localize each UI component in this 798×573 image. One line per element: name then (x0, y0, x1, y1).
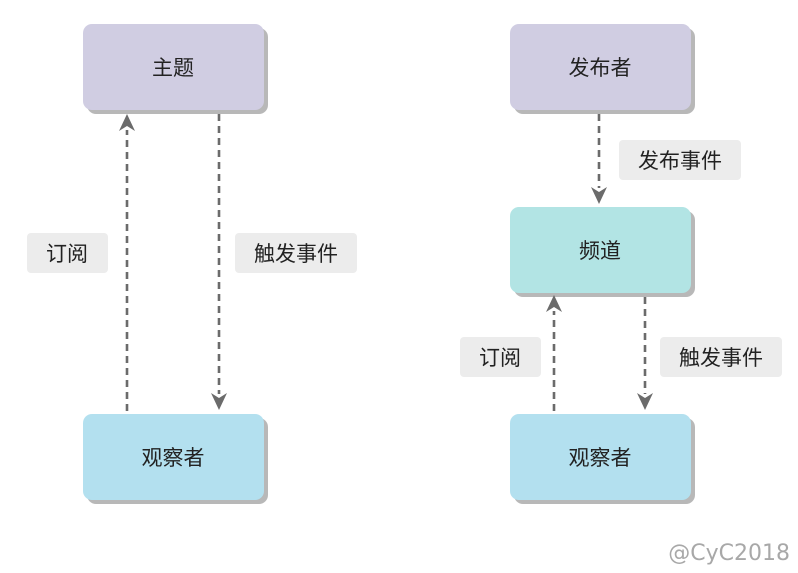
publisher-node: 发布者 (510, 24, 695, 114)
observer-pattern-diagram: 主题 观察者 订阅 触发事件 (27, 24, 357, 504)
subscribe-label-right-text: 订阅 (479, 346, 521, 370)
subscribe-label-right: 订阅 (460, 337, 541, 377)
subscribe-label: 订阅 (27, 233, 108, 273)
subscriber-node: 观察者 (510, 414, 695, 504)
publish-subscribe-diagram: 发布者 频道 观察者 发布事件 (460, 24, 782, 504)
trigger-event-arrow-right (637, 297, 653, 410)
trigger-event-label: 触发事件 (235, 233, 357, 273)
publisher-node-label: 发布者 (569, 56, 632, 80)
trigger-event-label-text: 触发事件 (254, 242, 338, 266)
trigger-event-label-right: 触发事件 (660, 337, 782, 377)
publish-event-arrow (591, 114, 607, 204)
trigger-event-arrow (211, 114, 227, 410)
subject-node-label: 主题 (152, 56, 194, 80)
publish-event-label-text: 发布事件 (638, 149, 722, 173)
subscribe-arrow-right (546, 295, 562, 411)
channel-node: 频道 (510, 207, 695, 297)
publish-event-label: 发布事件 (619, 140, 741, 180)
watermark: @CyC2018 (668, 541, 790, 566)
observer-node-label: 观察者 (142, 446, 205, 470)
subject-node: 主题 (83, 24, 268, 114)
channel-node-label: 频道 (579, 239, 621, 263)
observer-node: 观察者 (83, 414, 268, 504)
subscribe-arrow (119, 114, 135, 411)
subscribe-label-text: 订阅 (46, 242, 88, 266)
trigger-event-label-right-text: 触发事件 (679, 346, 763, 370)
subscriber-node-label: 观察者 (569, 446, 632, 470)
